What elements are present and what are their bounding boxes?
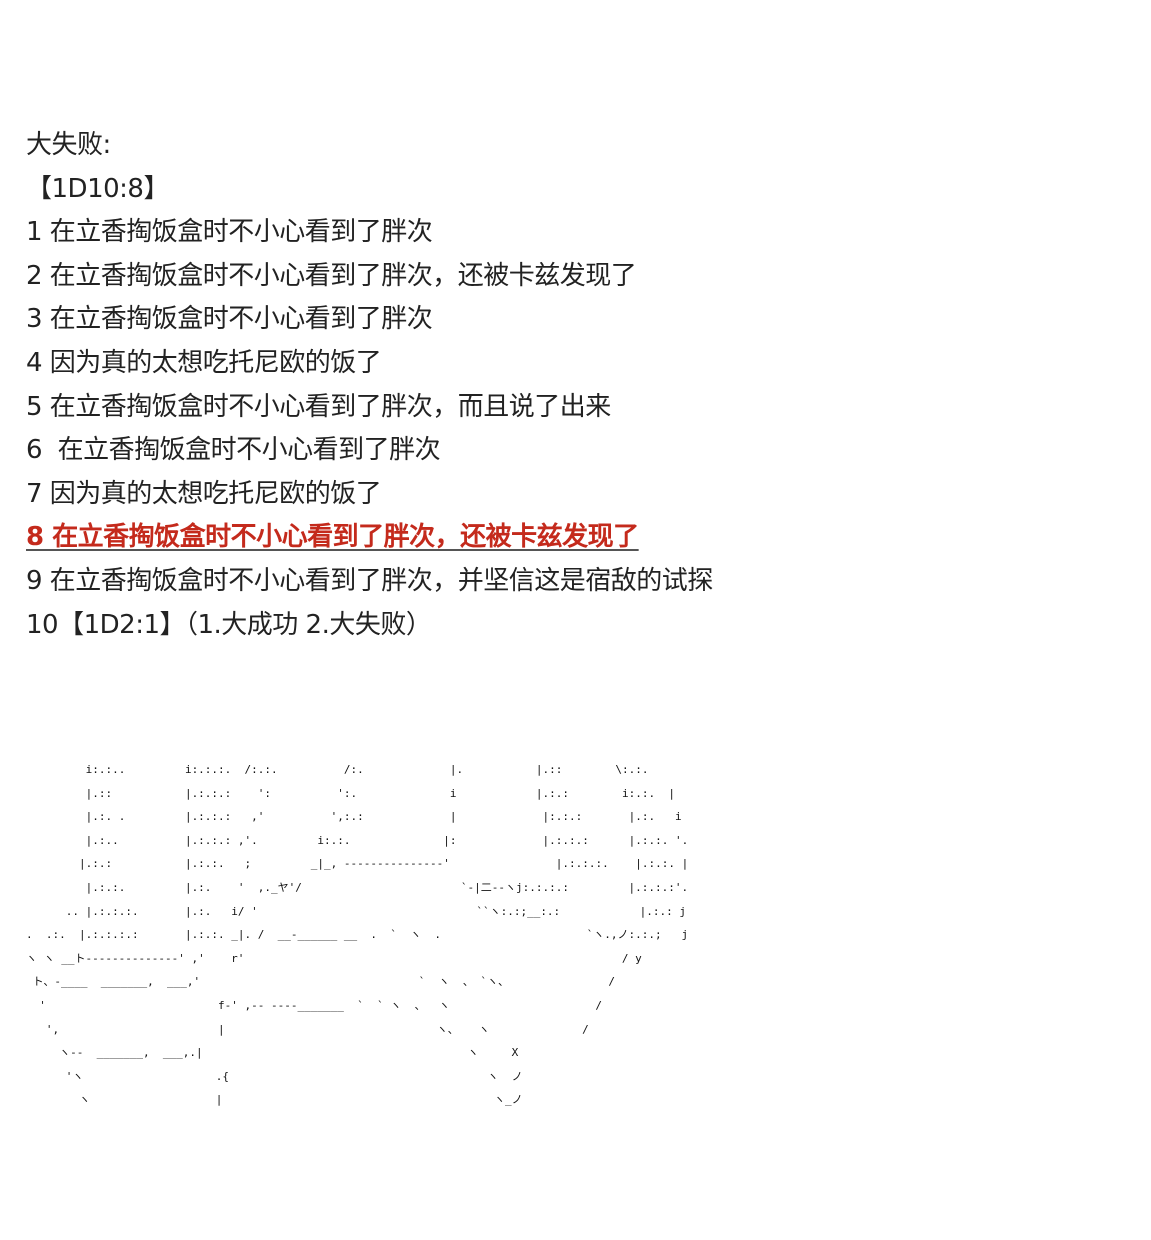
ascii-art-line: . .:. |.:.:.:.: |.:.:. _|. / __-______ _… [26, 928, 689, 942]
ascii-art-line: |.:.. |.:.:.: ,'. i:.:. |: |.:.:.: |.:.:… [26, 833, 689, 847]
ascii-art-line: i:.:.. i:.:.:. /:.:. /:. |. |.:: \:.:. [26, 763, 649, 776]
option-5: 5 在立香掏饭盒时不小心看到了胖次，而且说了出来 [26, 391, 611, 422]
option-3: 3 在立香掏饭盒时不小心看到了胖次 [26, 304, 433, 335]
ascii-art-line: .. |.:.:.:. |.:. i/ ' ``ヽ:.:;__:.: |.:.:… [26, 904, 687, 918]
heading: 大失败: [26, 130, 111, 160]
option-2: 2 在立香掏饭盒时不小心看到了胖次，还被卡兹发现了 [26, 260, 637, 291]
ascii-art-line: ', | ヽ、 ヽ / [26, 1022, 589, 1036]
option-9: 9 在立香掏饭盒时不小心看到了胖次，并坚信这是宿敌的试探 [26, 565, 713, 596]
ascii-art-line: ヽ-- _______, ___,.| ヽ X [26, 1046, 519, 1060]
option-4: 4 因为真的太想吃托尼欧的饭了 [26, 347, 382, 378]
ascii-art-line: |.:: |.:.:.: ': ':. i |.:.: i:.:. | [26, 786, 676, 800]
option-10: 10【1D2:1】（1.大成功 2.大失败） [26, 609, 432, 640]
ascii-art-line: |.:.: |.:.:. ; _|_, ---------------' |.:… [26, 857, 689, 871]
ascii-art-line: ヽ | ヽ_ノ [26, 1093, 523, 1107]
ascii-art-line: |.:. . |.:.:.: ,' ',:.: | |:.:.: |.:. i [26, 810, 682, 824]
ascii-art: i:.:.. i:.:.:. /:.:. /:. |. |.:: \:.:. |… [26, 758, 688, 1112]
ascii-art-line: |.:.:. |.:. ' ,._ヤ'/ `-|二--ヽj:.:.:.: |.:… [26, 880, 689, 894]
ascii-art-line: ト、-____ _______, ___,' ` ヽ 、 `ヽ、 / [26, 975, 615, 989]
document-text: 大失败: 【1D10:8】 1 在立香掏饭盒时不小心看到了胖次 2 在立香掏饭盒… [26, 124, 713, 647]
dice-roll: 【1D10:8】 [26, 173, 169, 204]
option-1: 1 在立香掏饭盒时不小心看到了胖次 [26, 217, 433, 248]
option-6: 6 在立香掏饭盒时不小心看到了胖次 [26, 435, 441, 466]
option-7: 7 因为真的太想吃托尼欧的饭了 [26, 478, 382, 509]
ascii-art-line: 'ヽ .{ ヽ ノ [26, 1069, 523, 1083]
ascii-art-line: ヽ ヽ __ト--------------' ,' r' / y [26, 951, 642, 965]
option-8-selected: 8 在立香掏饭盒时不小心看到了胖次，还被卡兹发现了 [26, 522, 639, 553]
ascii-art-line: ' f-' ,-- ----_______ ` ` ヽ 、 ヽ / [26, 998, 603, 1012]
